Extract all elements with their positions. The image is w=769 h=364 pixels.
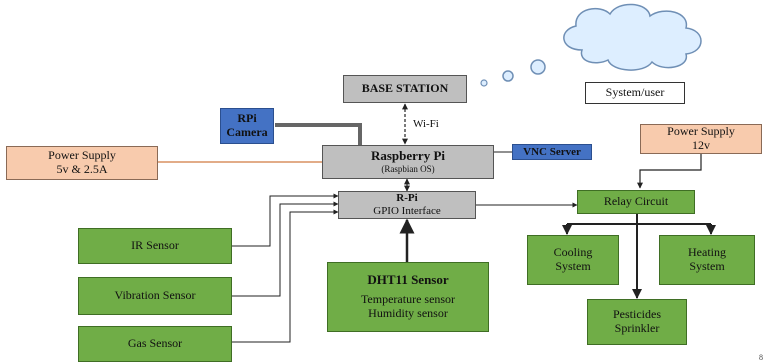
pesticides-line1: Pesticides (613, 307, 661, 322)
rpi-camera-box: RPi Camera (220, 108, 274, 144)
power-supply-left-line2: 5v & 2.5A (56, 162, 108, 176)
raspberry-pi-os: (Raspbian OS) (381, 164, 435, 175)
dht11-line2: Humidity sensor (368, 305, 448, 320)
rpi-camera-line2: Camera (226, 125, 268, 139)
vibration-sensor-box: Vibration Sensor (78, 277, 232, 315)
pesticides-line2: Sprinkler (614, 321, 660, 335)
gpio-interface-box: R-Pi GPIO Interface (338, 191, 476, 219)
heating-system-box: Heating System (659, 235, 755, 285)
dht11-sensor-box: DHT11 Sensor Temperature sensor Humidity… (327, 262, 489, 332)
power-supply-left-box: Power Supply 5v & 2.5A (6, 146, 158, 180)
dht11-title: DHT11 Sensor (367, 272, 449, 288)
cloud-icon (563, 3, 702, 71)
gpio-line1: R-Pi (396, 192, 418, 205)
system-user-box: System/user (585, 82, 685, 104)
pesticides-sprinkler-box: Pesticides Sprinkler (587, 299, 687, 345)
power-supply-right-box: Power Supply 12v (640, 124, 762, 154)
cooling-line1: Cooling (553, 245, 593, 260)
ir-sensor-label: IR Sensor (131, 238, 179, 253)
bubble-large (530, 59, 546, 75)
heating-line2: System (689, 259, 725, 273)
gas-sensor-box: Gas Sensor (78, 326, 232, 362)
bubble-medium (502, 70, 514, 82)
vibration-sensor-label: Vibration Sensor (114, 288, 196, 303)
relay-circuit-label: Relay Circuit (603, 194, 669, 209)
vibration-link (232, 201, 339, 297)
camera-cable (275, 123, 362, 145)
base-station-label: BASE STATION (361, 81, 449, 96)
page-number: 8 (759, 353, 763, 362)
bubble-small (480, 79, 488, 87)
vnc-server-box: VNC Server (512, 144, 592, 160)
power-supply-right-line1: Power Supply (667, 124, 735, 139)
gas-sensor-label: Gas Sensor (127, 336, 183, 351)
ir-link (232, 193, 339, 247)
raspberry-pi-label: Raspberry Pi (370, 148, 446, 164)
power-supply-right-line2: 12v (692, 138, 710, 152)
raspberry-pi-box: Raspberry Pi (Raspbian OS) (322, 145, 494, 179)
system-user-label: System/user (605, 85, 665, 100)
power-right-link (637, 148, 702, 189)
gas-link (232, 209, 339, 343)
ir-sensor-box: IR Sensor (78, 228, 232, 264)
cooling-system-box: Cooling System (527, 235, 619, 285)
cooling-line2: System (555, 259, 591, 273)
gpio-line2: GPIO Interface (373, 205, 441, 217)
rpi-camera-line1: RPi (237, 111, 257, 126)
vnc-server-label: VNC Server (523, 145, 581, 158)
dht11-line1: Temperature sensor (360, 292, 456, 307)
relay-circuit-box: Relay Circuit (577, 190, 695, 214)
base-station-box: BASE STATION (343, 75, 467, 103)
heating-line1: Heating (688, 245, 726, 260)
wifi-label: Wi-Fi (413, 118, 439, 130)
power-supply-left-line1: Power Supply (48, 148, 116, 163)
